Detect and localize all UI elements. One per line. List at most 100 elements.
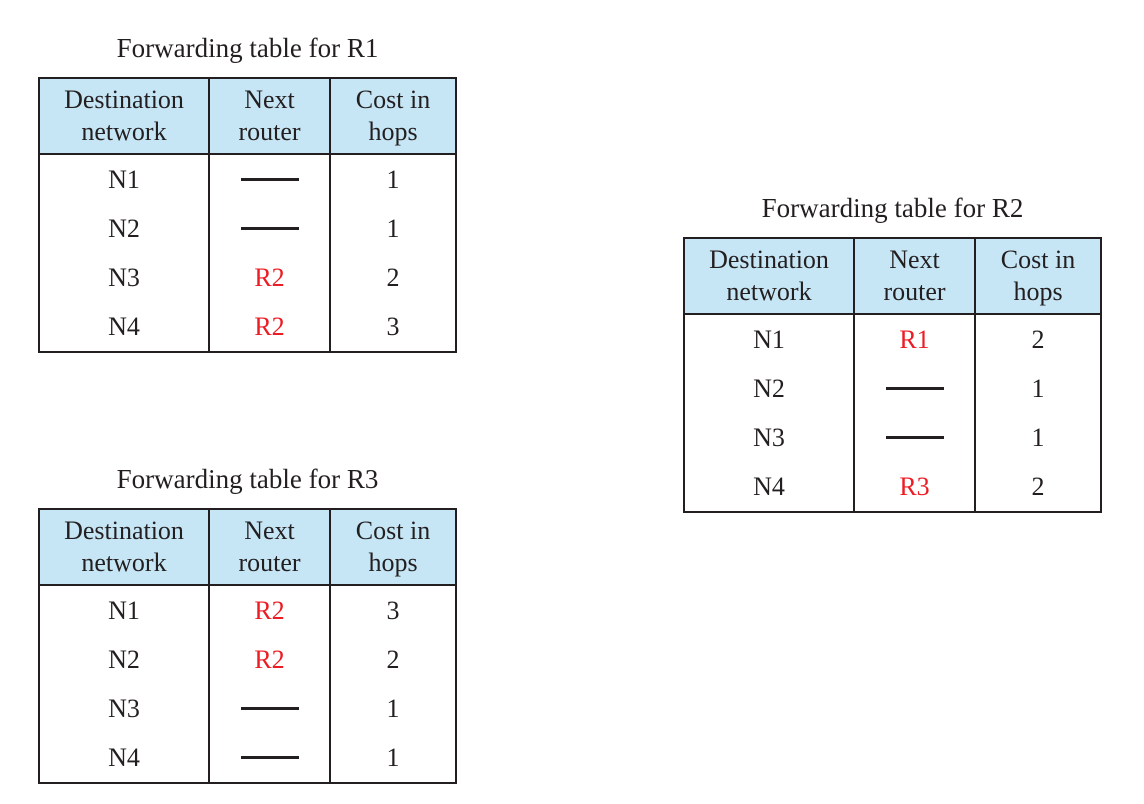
header-cell-destination-network: Destination network [685, 239, 855, 313]
cell-next-router [210, 733, 331, 782]
destination-network-value: N3 [753, 422, 785, 452]
header-label-line: network [726, 277, 812, 306]
cell-cost-in-hops: 1 [331, 684, 455, 733]
cell-next-router [855, 364, 976, 413]
cell-destination-network: N4 [685, 462, 855, 511]
no-next-router-dash [240, 756, 299, 759]
table-row: N4 R3 2 [685, 462, 1100, 511]
no-next-router-dash [240, 227, 299, 230]
next-router-value: R2 [254, 311, 285, 341]
cell-cost-in-hops: 1 [331, 204, 455, 253]
table-title-r1: Forwarding table for R1 [116, 33, 379, 63]
header-label-line: network [81, 117, 167, 146]
header-label-line: Next [244, 85, 295, 114]
forwarding-table-block-r3: Forwarding table for R3 Destination netwo… [38, 464, 457, 784]
cell-next-router: R2 [210, 253, 331, 302]
next-router-value: R2 [254, 262, 285, 292]
table-row: N2 1 [685, 364, 1100, 413]
cell-cost-in-hops: 3 [331, 302, 455, 351]
table-title-r3: Forwarding table for R3 [116, 464, 379, 494]
cell-destination-network: N2 [40, 204, 210, 253]
cell-next-router: R2 [210, 586, 331, 635]
header-label-line: router [883, 277, 946, 306]
cell-cost-in-hops: 1 [976, 413, 1100, 462]
cell-destination-network: N1 [40, 586, 210, 635]
header-cell-next-router: Next router [855, 239, 976, 313]
cost-in-hops-value: 2 [1031, 471, 1045, 501]
cost-in-hops-value: 1 [386, 693, 400, 723]
header-label-line: Cost in [355, 85, 431, 114]
header-label-line: hops [368, 117, 418, 146]
destination-network-value: N4 [753, 471, 785, 501]
header-label-line: hops [1013, 277, 1063, 306]
table-row: N3 1 [685, 413, 1100, 462]
destination-network-value: N3 [108, 262, 140, 292]
header-label-line: Destination [709, 245, 829, 274]
cell-next-router [210, 204, 331, 253]
cell-cost-in-hops: 3 [331, 586, 455, 635]
cell-cost-in-hops: 2 [331, 635, 455, 684]
cell-next-router: R2 [210, 302, 331, 351]
table-title-r2: Forwarding table for R2 [761, 193, 1024, 223]
next-router-value: R1 [899, 324, 930, 354]
destination-network-value: N2 [108, 213, 140, 243]
header-label-line: Cost in [355, 516, 431, 545]
destination-network-value: N2 [753, 373, 785, 403]
cost-in-hops-value: 1 [386, 164, 400, 194]
cell-cost-in-hops: 2 [976, 315, 1100, 364]
header-label-line: Destination [64, 516, 184, 545]
header-cell-cost-in-hops: Cost in hops [331, 510, 455, 584]
destination-network-value: N3 [108, 693, 140, 723]
cost-in-hops-value: 2 [1031, 324, 1045, 354]
cost-in-hops-value: 1 [1031, 373, 1045, 403]
destination-network-value: N2 [108, 644, 140, 674]
cost-in-hops-value: 2 [386, 262, 400, 292]
cell-next-router: R3 [855, 462, 976, 511]
cell-cost-in-hops: 2 [976, 462, 1100, 511]
cell-destination-network: N2 [685, 364, 855, 413]
cell-destination-network: N2 [40, 635, 210, 684]
no-next-router-dash [885, 387, 944, 390]
destination-network-value: N1 [108, 595, 140, 625]
cost-in-hops-value: 3 [386, 311, 400, 341]
cost-in-hops-value: 3 [386, 595, 400, 625]
next-router-value: R2 [254, 644, 285, 674]
cell-cost-in-hops: 1 [331, 155, 455, 204]
cell-cost-in-hops: 2 [331, 253, 455, 302]
header-label-line: Next [889, 245, 940, 274]
cost-in-hops-value: 2 [386, 644, 400, 674]
no-next-router-dash [240, 178, 299, 181]
table-row: N2 R2 2 [40, 635, 455, 684]
cell-destination-network: N3 [40, 253, 210, 302]
next-router-value: R3 [899, 471, 930, 501]
cell-destination-network: N3 [685, 413, 855, 462]
no-next-router-dash [240, 707, 299, 710]
header-cell-destination-network: Destination network [40, 510, 210, 584]
cost-in-hops-value: 1 [386, 213, 400, 243]
cell-next-router [210, 155, 331, 204]
destination-network-value: N1 [108, 164, 140, 194]
header-cell-cost-in-hops: Cost in hops [331, 79, 455, 153]
header-label-line: hops [368, 548, 418, 577]
cell-destination-network: N3 [40, 684, 210, 733]
header-label-line: network [81, 548, 167, 577]
header-label-line: router [238, 548, 301, 577]
table-row: N3 R2 2 [40, 253, 455, 302]
table-row: N3 1 [40, 684, 455, 733]
table-row: N1 R2 3 [40, 586, 455, 635]
cell-next-router [210, 684, 331, 733]
destination-network-value: N1 [753, 324, 785, 354]
forwarding-table-block-r2: Forwarding table for R2 Destination netwo… [683, 193, 1102, 513]
